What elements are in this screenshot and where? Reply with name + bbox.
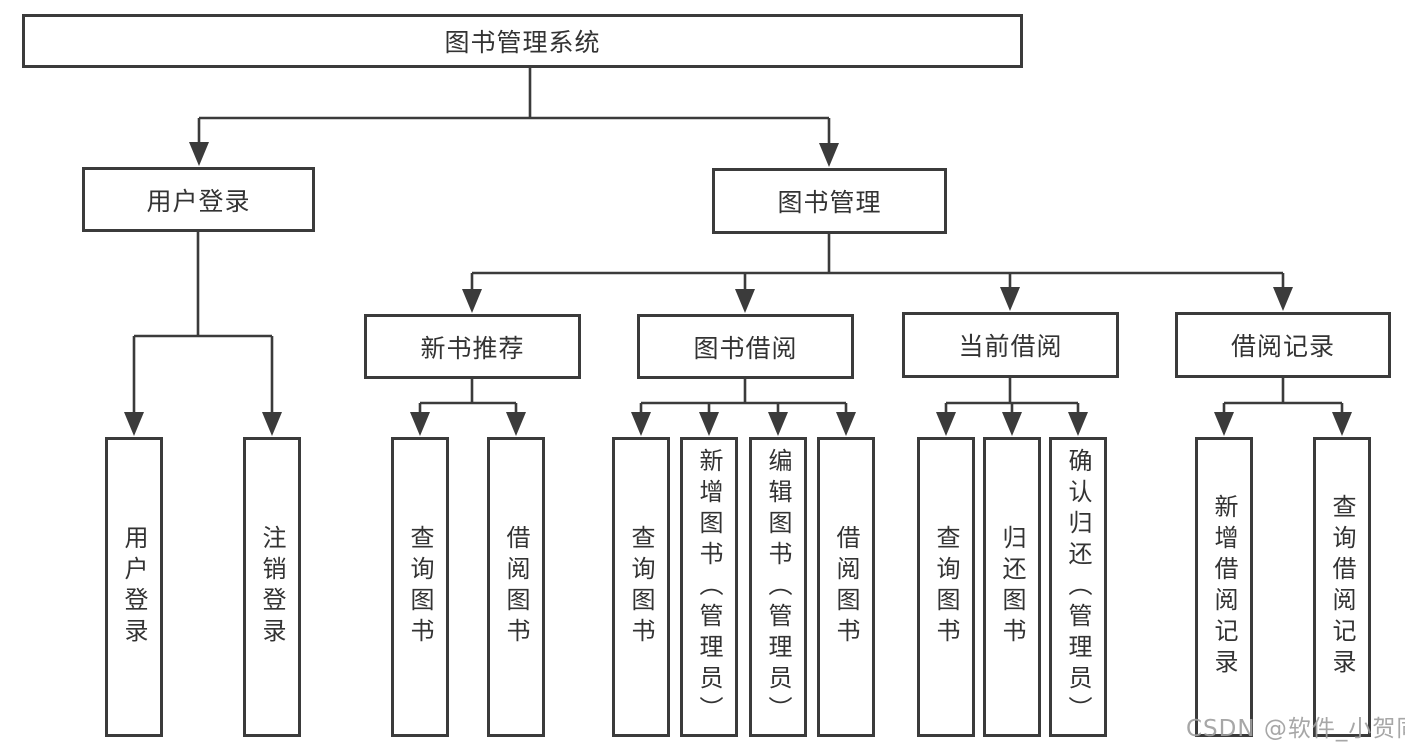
leaf-user-login: 用户登录 [105, 437, 163, 737]
leaf-add-book-admin: 新增图书（管理员） [680, 437, 738, 737]
leaf-confirm-return-admin: 确认归还（管理员） [1049, 437, 1107, 737]
leaf-query-books-current: 查询图书 [917, 437, 975, 737]
node-borrow-records: 借阅记录 [1175, 312, 1391, 378]
leaf-return-book: 归还图书 [983, 437, 1041, 737]
node-current-borrow: 当前借阅 [902, 312, 1119, 378]
watermark-text: CSDN @软件_小贺同学 [1186, 716, 1405, 742]
node-book-borrow: 图书借阅 [637, 314, 854, 379]
node-root: 图书管理系统 [22, 14, 1023, 68]
leaf-logout: 注销登录 [243, 437, 301, 737]
arrowhead-icons [124, 142, 1352, 436]
leaf-edit-book-admin: 编辑图书（管理员） [749, 437, 807, 737]
connector-bars [134, 116, 1342, 405]
leaf-add-borrow-record: 新增借阅记录 [1195, 437, 1253, 737]
leaf-query-borrow-record: 查询借阅记录 [1313, 437, 1371, 737]
connector-parent-stems [196, 68, 1285, 404]
node-new-book-recommend: 新书推荐 [364, 314, 581, 379]
node-user-login: 用户登录 [82, 167, 315, 232]
connector-arrow-stems [132, 118, 1344, 414]
leaf-query-books-borrow: 查询图书 [612, 437, 670, 737]
leaf-borrow-books-2: 借阅图书 [817, 437, 875, 737]
node-book-management: 图书管理 [712, 168, 947, 234]
leaf-borrow-books-recommend: 借阅图书 [487, 437, 545, 737]
leaf-query-books-recommend: 查询图书 [391, 437, 449, 737]
